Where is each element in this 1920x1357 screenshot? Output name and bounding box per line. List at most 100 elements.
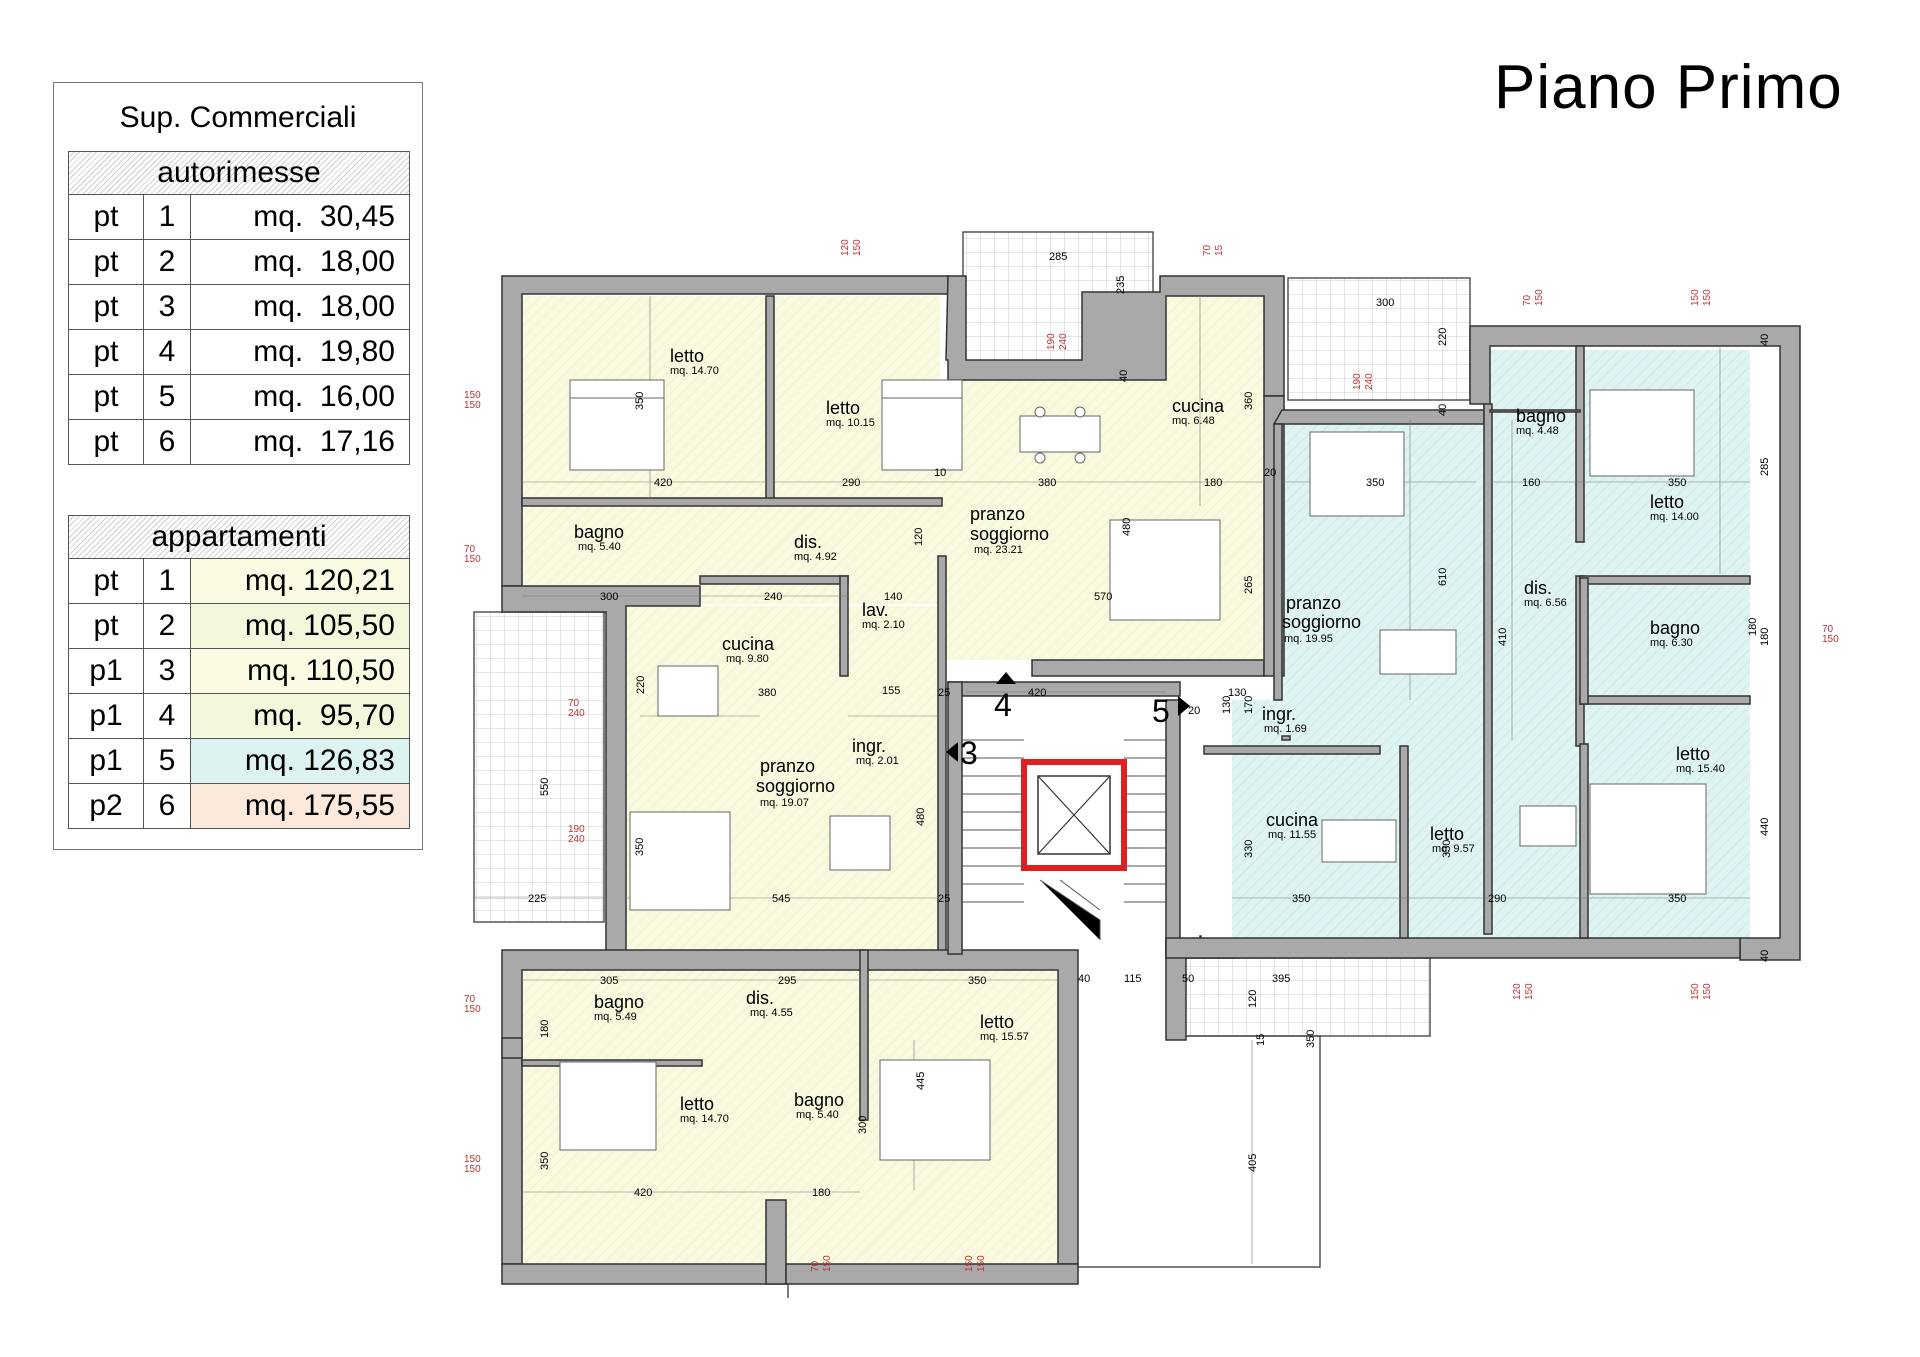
dim-label: 360 (1243, 392, 1255, 410)
room-name: ingr. (852, 736, 886, 756)
floor-cell: pt (69, 420, 144, 464)
window-dim: 190 (568, 824, 585, 835)
room-area: mq. 10.15 (826, 417, 875, 429)
stair-steps (962, 739, 1166, 940)
floor-cell: pt (69, 559, 144, 603)
window-dim: 150 (976, 1255, 987, 1272)
room-area: mq. 15.40 (1676, 763, 1725, 775)
dim-label: 480 (1121, 518, 1133, 536)
number-cell: 5 (144, 375, 191, 419)
number-cell: 1 (144, 559, 191, 603)
window-dim: 70 (1202, 244, 1213, 256)
dim-label: 115 (1124, 973, 1142, 985)
floor-cell: pt (69, 240, 144, 284)
dim-label: 290 (842, 477, 860, 489)
unit-marker-3: 3 (960, 735, 978, 771)
number-cell: 3 (144, 285, 191, 329)
room-name-2: soggiorno (756, 776, 835, 796)
number-cell: 2 (144, 604, 191, 648)
area-cell: mq. 175,55 (191, 784, 409, 828)
window-dim: 120 (1512, 983, 1523, 1000)
room-name: letto (1676, 744, 1710, 764)
dim-label: 190 (1046, 333, 1057, 350)
page-title: Piano Primo (1494, 53, 1843, 122)
dim-label: 40 (1437, 404, 1449, 416)
window-dim: 150 (1702, 289, 1713, 306)
room-name: bagno (794, 1090, 844, 1110)
area-cell: mq. 19,80 (253, 335, 395, 368)
window-dim: 150 (1822, 634, 1839, 645)
room-area: mq. 4.92 (794, 551, 837, 563)
dim-label: 180 (1204, 477, 1222, 489)
dim-label: 240 (1058, 333, 1069, 350)
room-area: mq. 19.95 (1284, 633, 1333, 645)
dim-label: 350 (634, 392, 646, 410)
dim-label: 130 (1228, 687, 1246, 699)
dim-label: 40 (1759, 334, 1771, 346)
room-name: bagno (594, 992, 644, 1012)
dim-label: 15 (1255, 1034, 1267, 1046)
room-name: letto (826, 398, 860, 418)
area-cell: mq. 16,00 (253, 380, 395, 413)
window-dim: 150 (964, 1255, 975, 1272)
room-name: letto (670, 346, 704, 366)
room-name: letto (980, 1012, 1014, 1032)
dim-label: 155 (882, 685, 900, 697)
dim-label: 610 (1437, 568, 1449, 586)
unit-marker-5: 5 (1152, 693, 1170, 729)
dim-label: 300 (1376, 297, 1394, 309)
window-dim: 150 (1690, 983, 1701, 1000)
room-area: mq. 4.55 (750, 1007, 793, 1019)
dim-label: 350 (1292, 893, 1310, 905)
room-area: mq. 14.70 (680, 1113, 729, 1125)
furniture (559, 379, 1707, 1161)
dim-label: 20 (1188, 705, 1200, 717)
dim-label: 410 (1497, 628, 1509, 646)
dim-label: 305 (600, 975, 618, 987)
window-dim: 70 (1822, 624, 1834, 635)
dim-label: 350 (1305, 1030, 1317, 1048)
walls (501, 275, 1801, 1285)
dim-label: 445 (915, 1072, 927, 1090)
number-cell: 6 (144, 420, 191, 464)
floor-cell: pt (69, 195, 144, 239)
room-area: mq. 4.48 (1516, 425, 1559, 437)
floor-cell: p1 (69, 649, 144, 693)
window-dim: 150 (1524, 983, 1535, 1000)
dim-label: 265 (1243, 576, 1255, 594)
dim-label: 180 (539, 1020, 551, 1038)
room-name: pranzo (1286, 593, 1341, 613)
room-name: dis. (794, 532, 822, 552)
room-name: dis. (1524, 578, 1552, 598)
dim-label: 295 (778, 975, 796, 987)
room-name-2: soggiorno (1282, 612, 1361, 632)
room-name-2: soggiorno (970, 524, 1049, 544)
dim-label: 235 (1115, 276, 1127, 294)
unit-marker-4: 4 (994, 687, 1012, 723)
dim-label: 405 (1247, 1154, 1259, 1172)
room-area: mq. 1.69 (1264, 723, 1307, 735)
dim-label: 170 (1243, 696, 1255, 714)
window-dim: 150 (464, 554, 481, 565)
dim-label: 350 (634, 838, 646, 856)
dim-label: 225 (528, 893, 546, 905)
dim-label: 220 (1437, 328, 1449, 346)
window-dim: 120 (840, 239, 851, 256)
dim-label: 180 (1747, 618, 1759, 636)
room-area: mq. 14.70 (670, 365, 719, 377)
dim-label: 350 (1668, 477, 1686, 489)
dim-label: 285 (1759, 458, 1771, 476)
room-name: ingr. (1262, 704, 1296, 724)
room-area: mq. 5.40 (796, 1109, 839, 1121)
number-cell: 2 (144, 240, 191, 284)
